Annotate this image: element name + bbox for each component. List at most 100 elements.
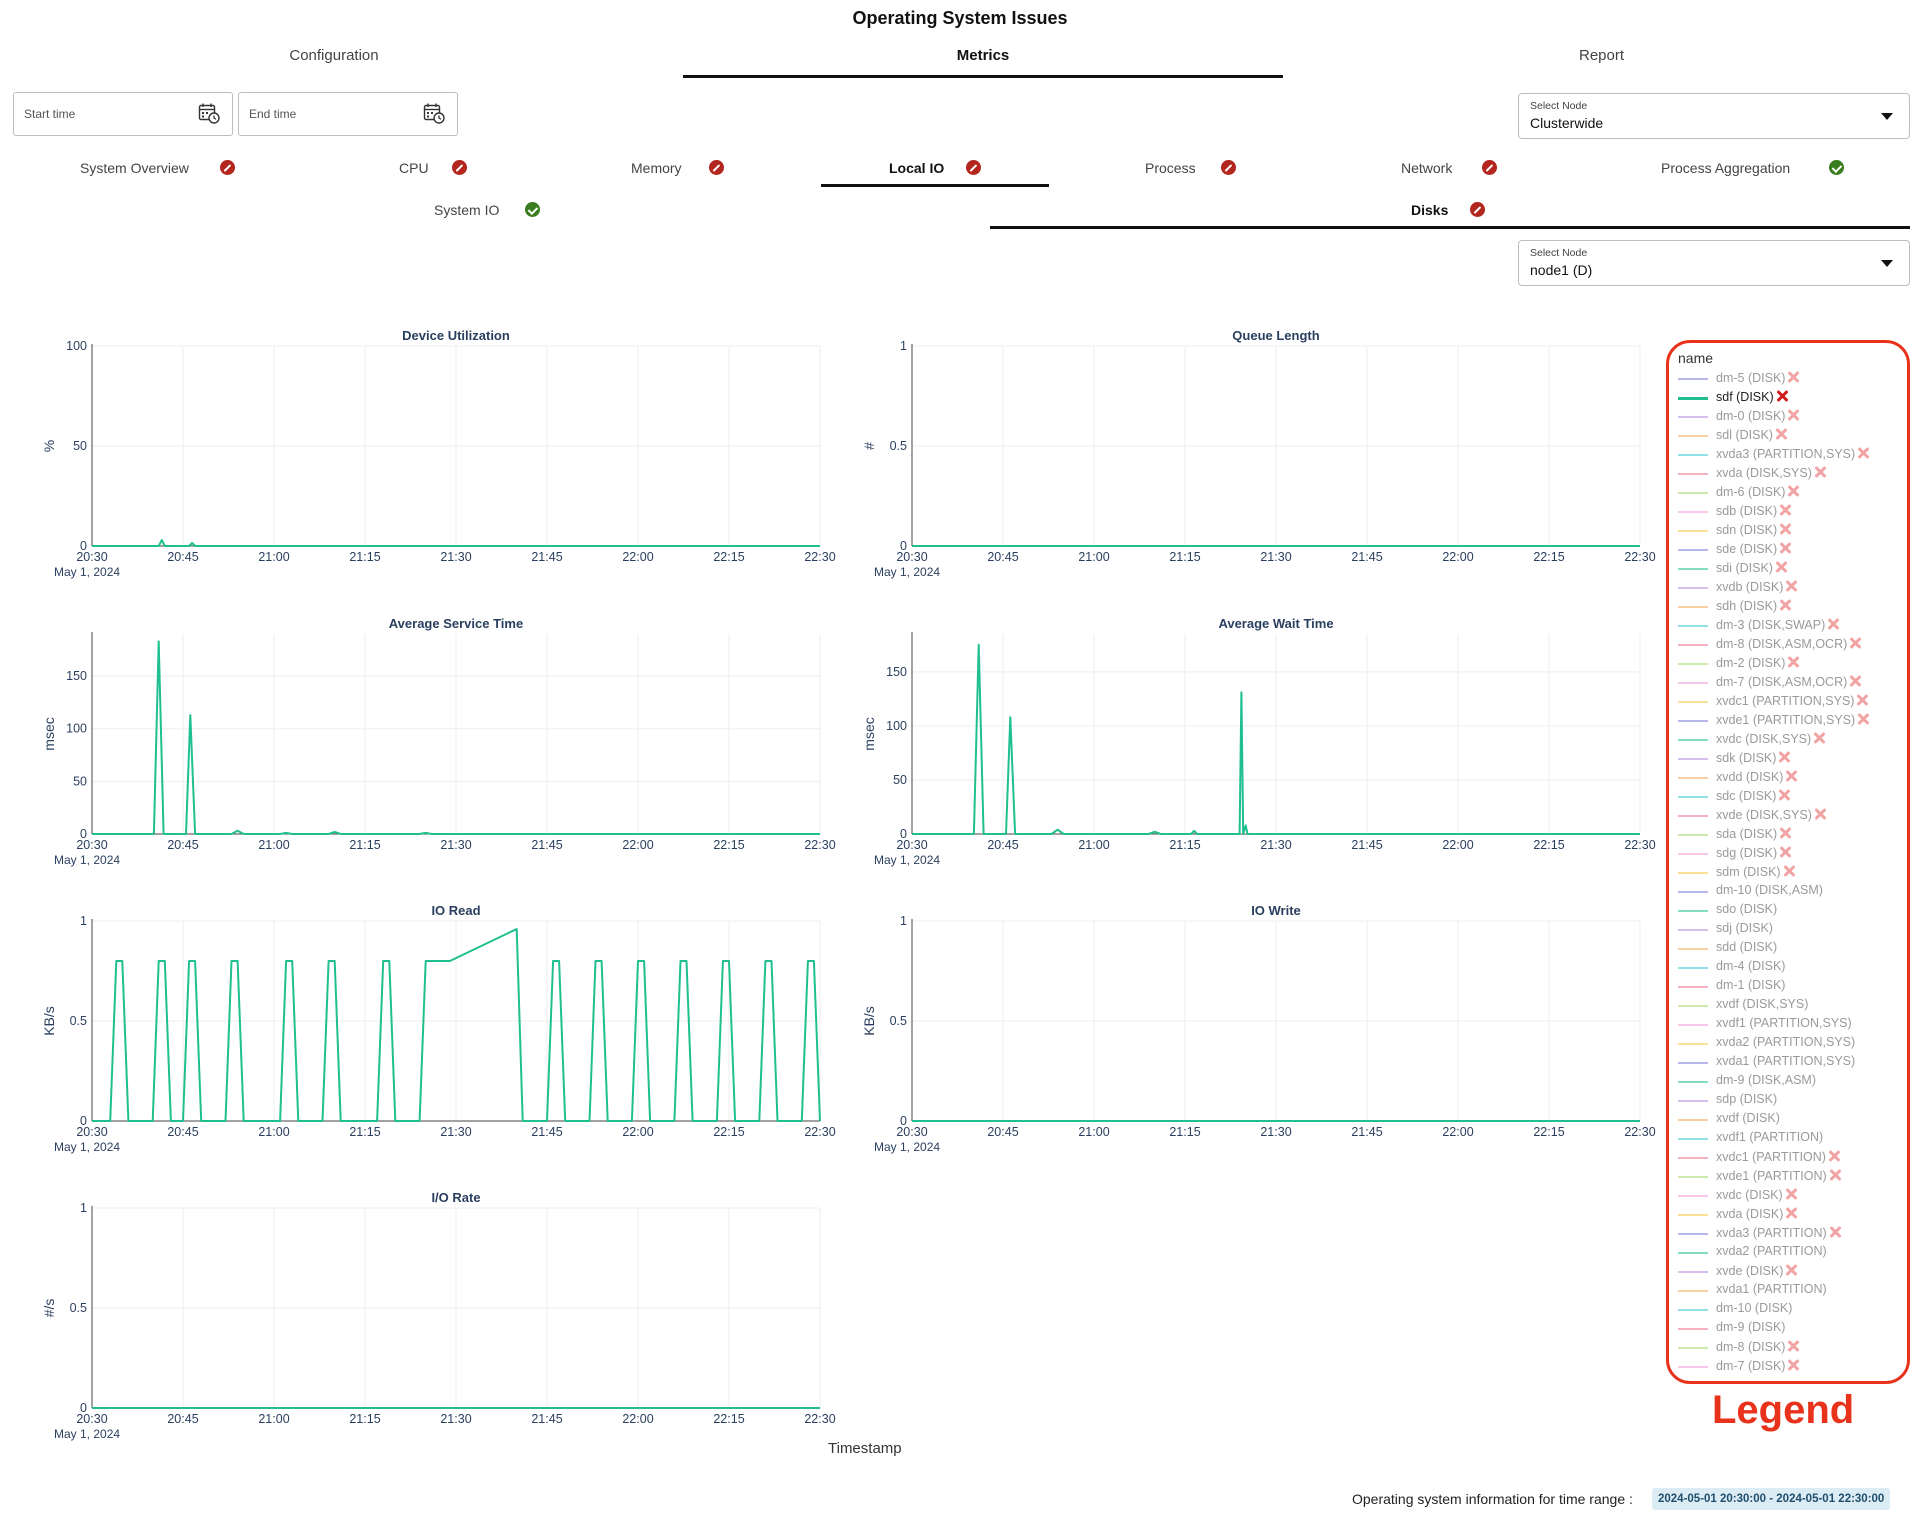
- remove-x-icon[interactable]: [1782, 864, 1796, 878]
- y-tick-label: 50: [73, 439, 87, 453]
- tab-system-io[interactable]: System IO: [0, 196, 990, 230]
- legend-swatch: [1678, 777, 1708, 779]
- legend-swatch: [1678, 378, 1708, 380]
- chart-title: IO Write: [1251, 903, 1301, 918]
- x-tick-label: 22:00: [1442, 1125, 1473, 1139]
- chart-title: Queue Length: [1232, 328, 1319, 343]
- remove-x-icon[interactable]: [1778, 541, 1792, 555]
- remove-x-icon[interactable]: [1778, 522, 1792, 536]
- error-status-icon: [966, 160, 981, 175]
- legend-swatch: [1678, 549, 1708, 551]
- tab-memory[interactable]: Memory: [553, 154, 821, 188]
- legend-item-label: sdc (DISK): [1716, 788, 1791, 803]
- tab-process[interactable]: Process: [1049, 154, 1326, 188]
- x-tick-label: 20:45: [167, 1412, 198, 1426]
- remove-x-icon[interactable]: [1778, 826, 1792, 840]
- remove-x-icon[interactable]: [1848, 674, 1862, 688]
- legend-item-label: dm-6 (DISK): [1716, 484, 1800, 499]
- remove-x-icon[interactable]: [1855, 693, 1869, 707]
- remove-x-icon[interactable]: [1778, 845, 1792, 859]
- chart-title: I/O Rate: [431, 1190, 480, 1205]
- select-node-disk[interactable]: Select Node node1 (D): [1518, 240, 1910, 286]
- remove-x-icon[interactable]: [1786, 370, 1800, 384]
- tab-process-aggregation[interactable]: Process Aggregation: [1616, 154, 1920, 188]
- y-axis-label: KB/s: [41, 1006, 57, 1036]
- y-tick-label: 0: [900, 539, 907, 553]
- legend-item-label: xvda1 (PARTITION,SYS): [1716, 1054, 1856, 1068]
- x-tick-label: 21:30: [440, 1125, 471, 1139]
- legend-swatch: [1678, 948, 1708, 950]
- legend-item-label: xvdf1 (PARTITION): [1716, 1130, 1824, 1144]
- x-tick-label: 21:00: [1078, 1125, 1109, 1139]
- remove-x-icon[interactable]: [1828, 1225, 1842, 1239]
- remove-x-icon[interactable]: [1777, 750, 1791, 764]
- legend-swatch: [1678, 986, 1708, 988]
- tab-disks[interactable]: Disks: [990, 196, 1910, 230]
- x-tick-label: 21:45: [531, 1412, 562, 1426]
- calendar-clock-icon[interactable]: [198, 102, 220, 124]
- remove-x-icon[interactable]: [1777, 788, 1791, 802]
- tab-network[interactable]: Network: [1326, 154, 1616, 188]
- remove-x-icon[interactable]: [1826, 617, 1840, 631]
- remove-x-icon[interactable]: [1774, 560, 1788, 574]
- remove-x-icon[interactable]: [1778, 598, 1792, 612]
- remove-x-icon[interactable]: [1813, 807, 1827, 821]
- remove-x-icon[interactable]: [1827, 1149, 1841, 1163]
- calendar-clock-icon[interactable]: [423, 102, 445, 124]
- legend-swatch: [1678, 1176, 1708, 1178]
- remove-x-icon[interactable]: [1784, 769, 1798, 783]
- tab-system-overview[interactable]: System Overview: [0, 154, 279, 188]
- remove-x-icon[interactable]: [1812, 731, 1826, 745]
- remove-x-icon[interactable]: [1786, 484, 1800, 498]
- legend-item-label: dm-3 (DISK,SWAP): [1716, 617, 1840, 632]
- y-axis-label: #/s: [41, 1299, 57, 1318]
- remove-x-icon[interactable]: [1856, 712, 1870, 726]
- legend-swatch: [1678, 454, 1708, 456]
- legend-swatch: [1678, 815, 1708, 817]
- y-tick-label: 100: [886, 719, 907, 733]
- legend-swatch: [1678, 891, 1708, 893]
- legend-item-label: xvde (DISK,SYS): [1716, 807, 1827, 822]
- x-tick-label: 20:30: [76, 1412, 107, 1426]
- remove-x-icon[interactable]: [1786, 408, 1800, 422]
- legend-item-label: dm-9 (DISK): [1716, 1320, 1786, 1334]
- end-time-field[interactable]: End time: [238, 92, 458, 136]
- y-tick-label: 1: [900, 914, 907, 928]
- tab-metrics[interactable]: Metrics: [683, 44, 1283, 78]
- y-tick-label: 0: [900, 827, 907, 841]
- remove-x-icon[interactable]: [1786, 1339, 1800, 1353]
- remove-x-icon[interactable]: [1784, 1187, 1798, 1201]
- remove-x-icon[interactable]: [1813, 465, 1827, 479]
- tab-report[interactable]: Report: [1578, 47, 1625, 64]
- start-time-field[interactable]: Start time: [13, 92, 233, 136]
- remove-x-icon[interactable]: [1848, 636, 1862, 650]
- remove-x-icon[interactable]: [1784, 1263, 1798, 1277]
- chart-title: Average Service Time: [389, 616, 523, 631]
- time-range-label: Operating system information for time ra…: [1352, 1491, 1633, 1507]
- remove-x-icon[interactable]: [1786, 1358, 1800, 1372]
- x-tick-label: 22:30: [1624, 1125, 1655, 1139]
- x-tick-label: 22:30: [804, 550, 835, 564]
- select-node-clusterwide[interactable]: Select Node Clusterwide: [1518, 93, 1910, 139]
- legend-item-label: xvdc (DISK,SYS): [1716, 731, 1826, 746]
- legend-item-label: sdk (DISK): [1716, 750, 1791, 765]
- remove-x-icon[interactable]: [1786, 655, 1800, 669]
- remove-x-icon[interactable]: [1775, 389, 1789, 403]
- legend-swatch: [1678, 682, 1708, 684]
- x-tick-label: 22:30: [1624, 838, 1655, 852]
- dropdown-caret-icon: [1881, 260, 1893, 267]
- remove-x-icon[interactable]: [1774, 427, 1788, 441]
- remove-x-icon[interactable]: [1856, 446, 1870, 460]
- tab-cpu[interactable]: CPU: [279, 154, 553, 188]
- remove-x-icon[interactable]: [1778, 503, 1792, 517]
- x-date-label: May 1, 2024: [874, 1140, 940, 1154]
- legend-swatch: [1678, 1347, 1708, 1349]
- tab-configuration[interactable]: Configuration: [289, 47, 379, 64]
- legend-item-label: sdb (DISK): [1716, 503, 1792, 518]
- remove-x-icon[interactable]: [1784, 1206, 1798, 1220]
- remove-x-icon[interactable]: [1828, 1168, 1842, 1182]
- tab-local-io[interactable]: Local IO: [821, 154, 1049, 188]
- remove-x-icon[interactable]: [1784, 579, 1798, 593]
- x-tick-label: 22:30: [1624, 550, 1655, 564]
